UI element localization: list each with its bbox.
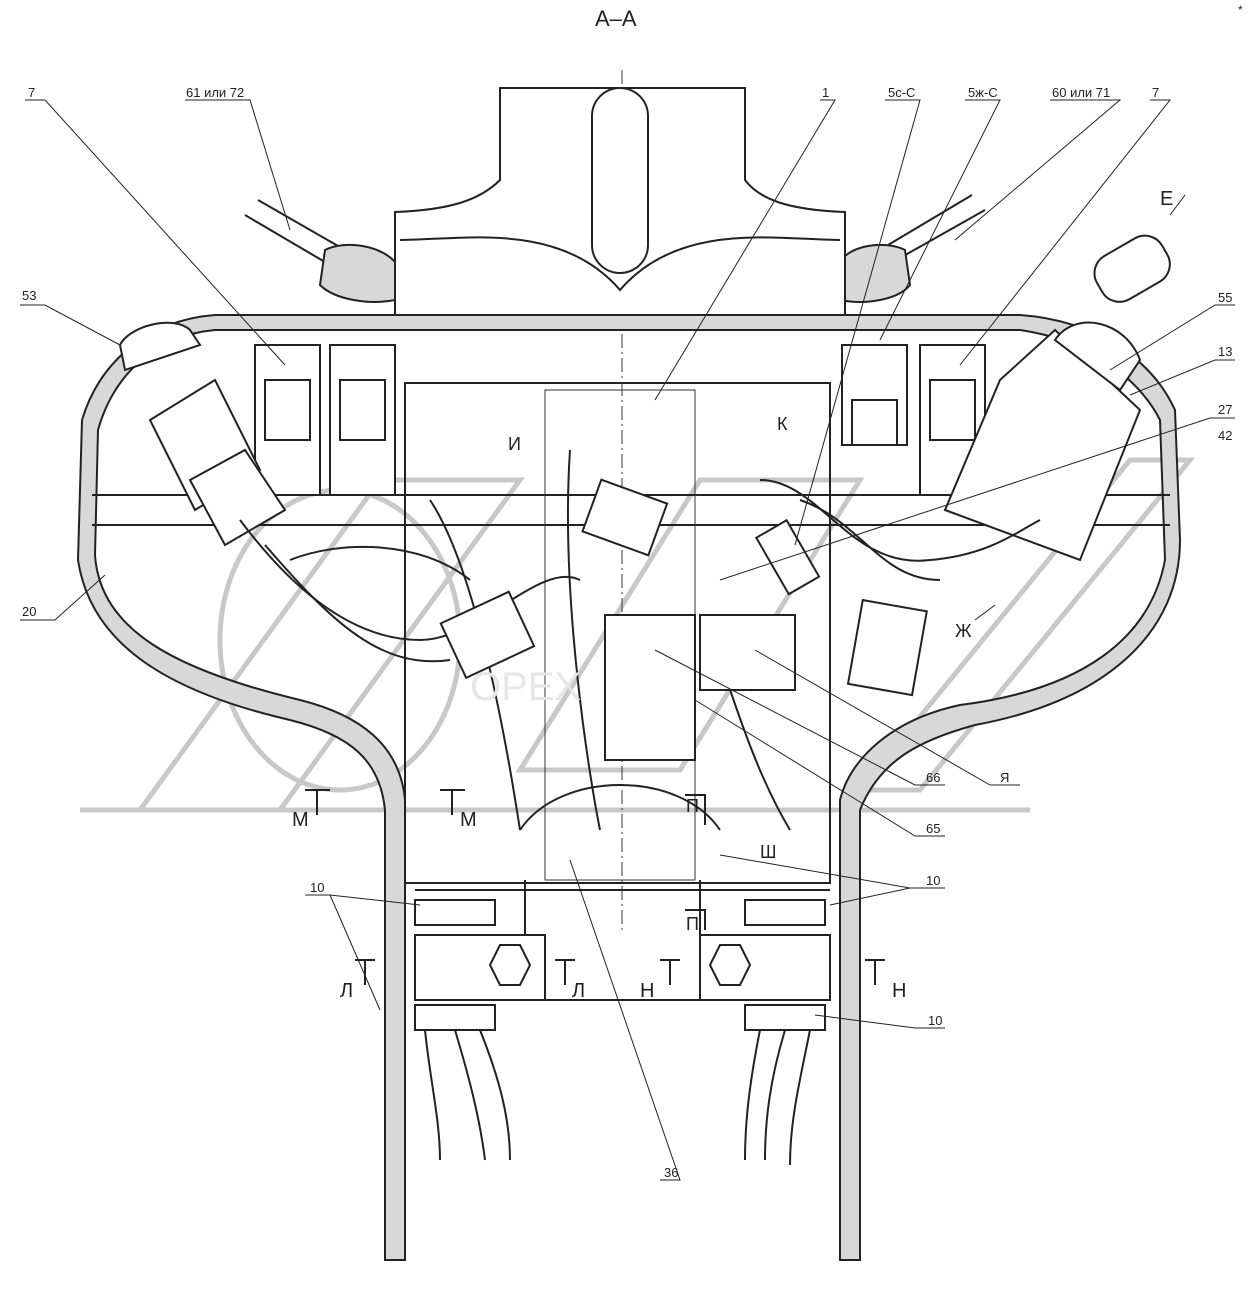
- callout-10-right: 10: [926, 873, 940, 888]
- callout-10-low: 10: [928, 1013, 942, 1028]
- callout-7-left: 7: [28, 85, 35, 100]
- watermark-text: OPEX: [470, 665, 581, 709]
- callout-1: 1: [822, 85, 829, 100]
- mark-p-top: П: [686, 796, 699, 816]
- connectors-right: [841, 234, 1171, 562]
- callout-20: 20: [22, 604, 36, 619]
- callout-5zh: 5ж-С: [968, 85, 998, 100]
- leader-lines: [20, 99, 1235, 1181]
- mark-l-right: Л: [572, 980, 585, 1002]
- connectors-left: [118, 321, 396, 547]
- callout-13: 13: [1218, 344, 1232, 359]
- callout-61: 61 или 72: [186, 85, 244, 100]
- top-cables: [244, 194, 986, 303]
- callout-labels: 7 61 или 72 1 5с-С 5ж-С 60 или 71 7 53 5…: [22, 85, 1232, 1180]
- callout-42: 42: [1218, 428, 1232, 443]
- callout-66: 66: [926, 770, 940, 785]
- steering-column: [394, 87, 846, 326]
- wiring-harness: [239, 449, 1041, 831]
- callout-5c: 5с-С: [888, 85, 915, 100]
- callout-55: 55: [1218, 290, 1232, 305]
- mark-zh: Ж: [955, 621, 972, 641]
- section-letters: Е Ж И К М М П П Ш Л Л Н Н: [292, 188, 1173, 1002]
- mark-e: Е: [1160, 188, 1173, 210]
- callout-10-left: 10: [310, 880, 324, 895]
- mark-m-right: М: [460, 809, 477, 831]
- section-title: А–А: [595, 6, 637, 31]
- mark-p-bottom: П: [686, 914, 699, 934]
- bottom-clamps: [414, 899, 831, 1166]
- mark-l-left: Л: [340, 980, 353, 1002]
- mark-k: К: [777, 414, 788, 434]
- mark-sh: Ш: [760, 842, 777, 862]
- mark-m-left: М: [292, 809, 309, 831]
- watermark: [80, 457, 1196, 813]
- callout-53: 53: [22, 288, 36, 303]
- callout-27: 27: [1218, 402, 1232, 417]
- callout-65: 65: [926, 821, 940, 836]
- mark-i: И: [508, 434, 521, 454]
- corner-mark: *: [1238, 3, 1243, 17]
- callout-60: 60 или 71: [1052, 85, 1110, 100]
- mark-n-right: Н: [892, 980, 906, 1002]
- callout-ya: Я: [1000, 770, 1009, 785]
- callout-36: 36: [664, 1165, 678, 1180]
- mark-n-left: Н: [640, 980, 654, 1002]
- section-markers: [305, 789, 885, 985]
- callout-7-right: 7: [1152, 85, 1159, 100]
